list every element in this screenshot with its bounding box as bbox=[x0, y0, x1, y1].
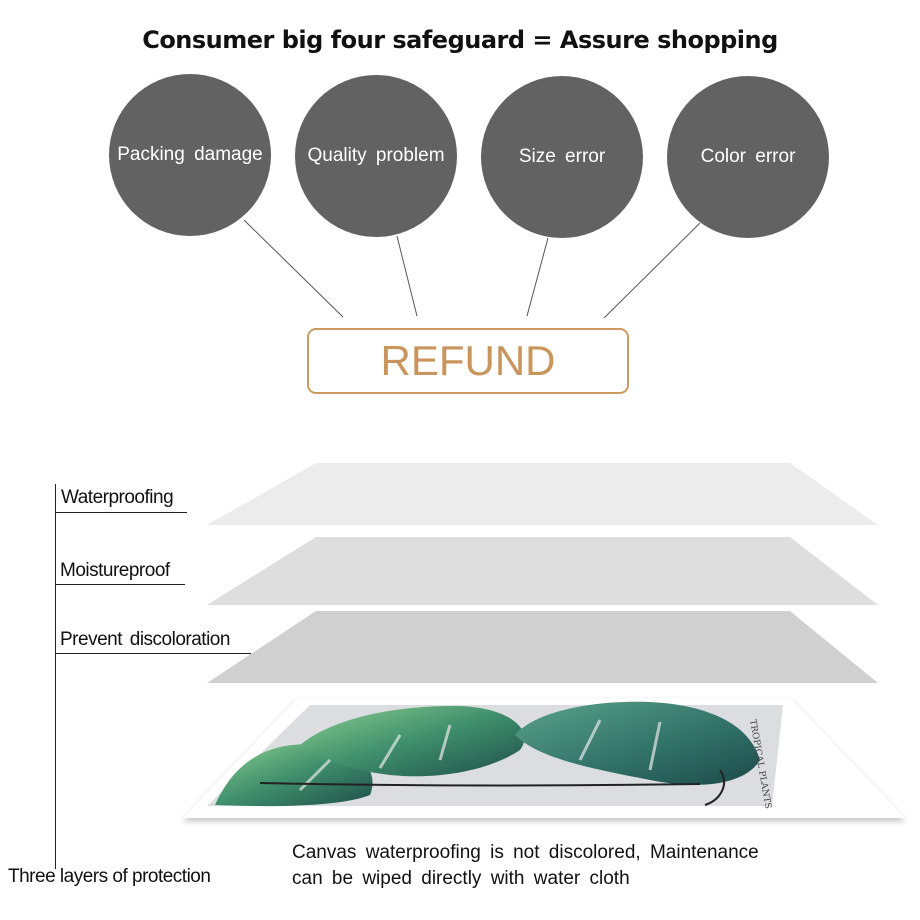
layer-discoloration-sheet bbox=[207, 611, 878, 683]
description-line-2: can be wiped directly with water cloth bbox=[292, 868, 630, 889]
safeguard-label: Color error bbox=[700, 145, 796, 167]
page-title: Consumer big four safeguard = Assure sho… bbox=[142, 26, 778, 54]
layer-moistureproof-sheet bbox=[207, 537, 878, 605]
safeguard-circle-quality-problem: Quality problem bbox=[295, 75, 457, 237]
safeguard-label: Packing damage bbox=[117, 143, 263, 165]
leaf-center bbox=[300, 705, 525, 777]
leaf-right bbox=[515, 701, 760, 785]
safeguard-circle-size-error: Size error bbox=[481, 76, 643, 238]
safeguard-circle-color-error: Color error bbox=[667, 76, 829, 238]
layer-waterproofing-sheet bbox=[207, 463, 878, 525]
refund-box: REFUND bbox=[307, 328, 629, 394]
layer-label-underline bbox=[55, 584, 185, 585]
layer-label-underline bbox=[55, 653, 251, 654]
description-line-1: Canvas waterproofing is not discolored, … bbox=[292, 842, 759, 863]
layers-bracket bbox=[55, 484, 56, 869]
three-layers-label: Three layers of protection bbox=[8, 866, 211, 887]
safeguard-label: Size error bbox=[518, 145, 606, 167]
layer-label-underline bbox=[55, 512, 187, 513]
layer-label-prevent-discoloration: Prevent discoloration bbox=[60, 629, 230, 650]
leaf-stem-curl bbox=[704, 769, 725, 806]
layer-label-moistureproof: Moistureproof bbox=[60, 560, 170, 581]
safeguard-circle-packing-damage: Packing damage bbox=[109, 74, 271, 236]
layer-label-waterproofing: Waterproofing bbox=[61, 487, 174, 508]
leaf-stem bbox=[259, 782, 701, 787]
safeguard-label: Quality problem bbox=[307, 144, 445, 166]
refund-label: REFUND bbox=[380, 337, 556, 384]
description-text: Canvas waterproofing is not discolored, … bbox=[292, 840, 812, 892]
